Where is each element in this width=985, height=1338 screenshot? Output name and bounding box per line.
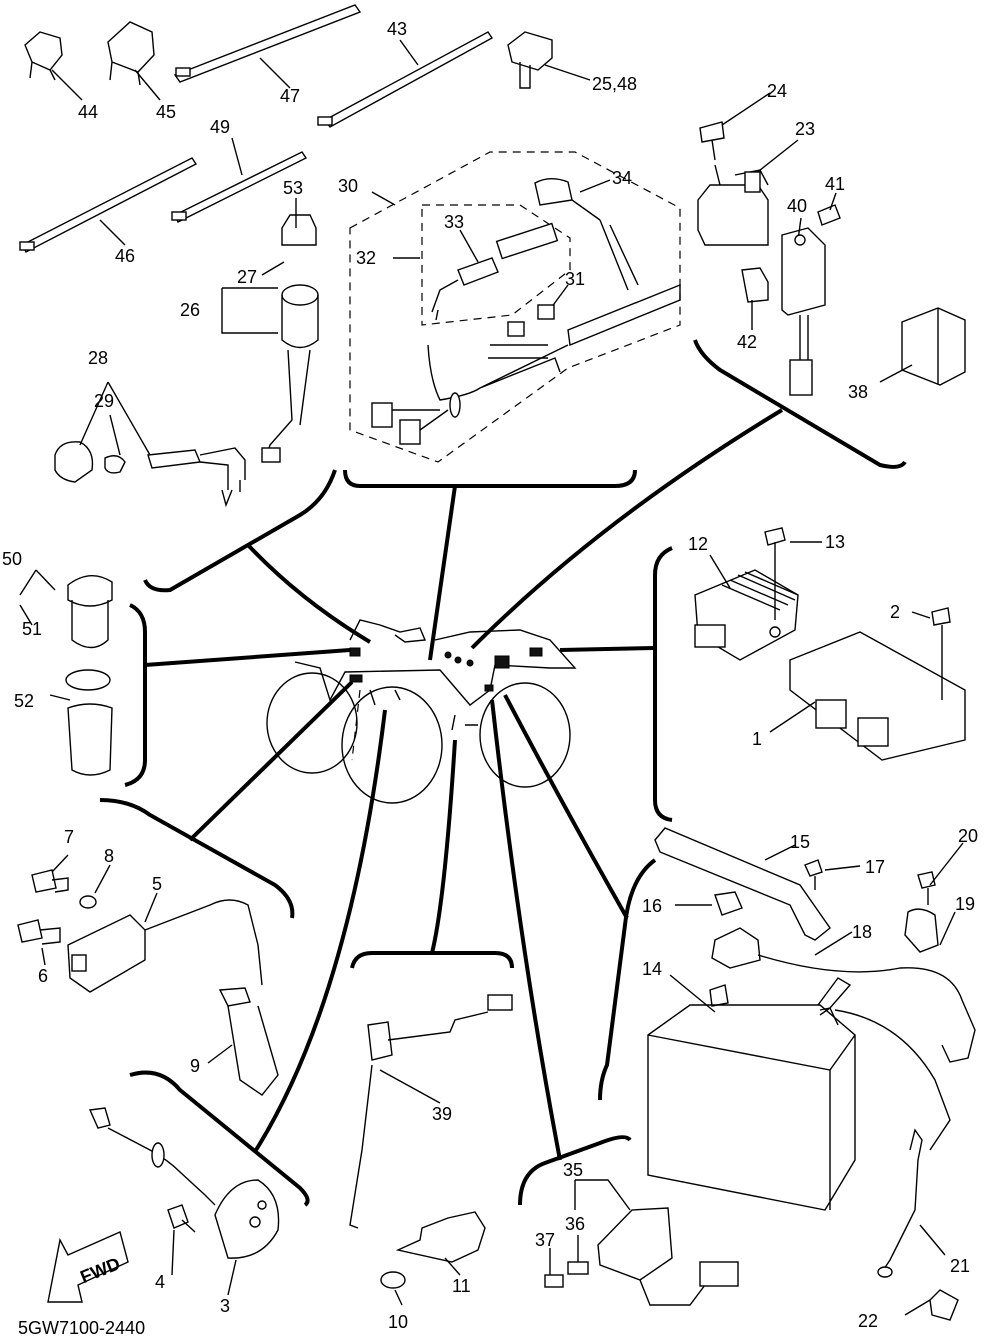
callout-49: 49 bbox=[210, 117, 230, 137]
callout-43: 43 bbox=[387, 19, 407, 39]
callout-25-48: 25,48 bbox=[592, 74, 637, 94]
callout-16: 16 bbox=[642, 896, 662, 916]
callout-10: 10 bbox=[388, 1312, 408, 1332]
callout-4: 4 bbox=[155, 1272, 165, 1292]
callout-18: 18 bbox=[852, 922, 872, 942]
callout-12: 12 bbox=[688, 534, 708, 554]
callout-34: 34 bbox=[612, 168, 632, 188]
callout-6: 6 bbox=[38, 966, 48, 986]
callout-9: 9 bbox=[190, 1056, 200, 1076]
callout-41: 41 bbox=[825, 174, 845, 194]
callout-31: 31 bbox=[565, 269, 585, 289]
callout-50: 50 bbox=[2, 549, 22, 569]
vehicle-outline bbox=[266, 619, 577, 804]
callout-35: 35 bbox=[563, 1160, 583, 1180]
callout-45: 45 bbox=[156, 102, 176, 122]
callout-14: 14 bbox=[642, 959, 662, 979]
callout-46: 46 bbox=[115, 246, 135, 266]
callout-51: 51 bbox=[22, 619, 42, 639]
callout-23: 23 bbox=[795, 119, 815, 139]
callout-7: 7 bbox=[64, 827, 74, 847]
diagram-code: 5GW7100-2440 bbox=[18, 1318, 145, 1338]
callout-21: 21 bbox=[950, 1256, 970, 1276]
callout-3: 3 bbox=[220, 1296, 230, 1316]
callout-20: 20 bbox=[958, 826, 978, 846]
callout-numbers: 1 2 3 4 5 6 7 8 9 10 11 12 13 14 15 16 1… bbox=[2, 19, 978, 1332]
callout-44: 44 bbox=[78, 102, 98, 122]
callout-2: 2 bbox=[890, 602, 900, 622]
callout-33: 33 bbox=[444, 212, 464, 232]
callout-30: 30 bbox=[338, 176, 358, 196]
callout-36: 36 bbox=[565, 1214, 585, 1234]
dashed-outlines bbox=[349, 151, 681, 463]
callout-29: 29 bbox=[94, 391, 114, 411]
callout-24: 24 bbox=[767, 81, 787, 101]
callout-1: 1 bbox=[752, 729, 762, 749]
callout-13: 13 bbox=[825, 532, 845, 552]
callout-39: 39 bbox=[432, 1104, 452, 1124]
callout-38: 38 bbox=[848, 382, 868, 402]
callout-53: 53 bbox=[283, 178, 303, 198]
callout-40: 40 bbox=[787, 196, 807, 216]
callout-8: 8 bbox=[104, 846, 114, 866]
callout-27: 27 bbox=[237, 267, 257, 287]
callout-28: 28 bbox=[88, 348, 108, 368]
callout-15: 15 bbox=[790, 832, 810, 852]
callout-19: 19 bbox=[955, 894, 975, 914]
callout-42: 42 bbox=[737, 332, 757, 352]
callout-17: 17 bbox=[865, 857, 885, 877]
part-sketches bbox=[17, 4, 976, 1321]
group-brackets bbox=[99, 339, 907, 1207]
callout-26: 26 bbox=[180, 300, 200, 320]
callout-47: 47 bbox=[280, 86, 300, 106]
callout-22: 22 bbox=[858, 1311, 878, 1331]
leader-lines bbox=[19, 39, 964, 1316]
callout-32: 32 bbox=[356, 248, 376, 268]
callout-52: 52 bbox=[14, 691, 34, 711]
callout-5: 5 bbox=[152, 874, 162, 894]
fwd-arrow-icon: FWD bbox=[47, 1231, 129, 1303]
callout-37: 37 bbox=[535, 1230, 555, 1250]
callout-11: 11 bbox=[452, 1276, 471, 1296]
